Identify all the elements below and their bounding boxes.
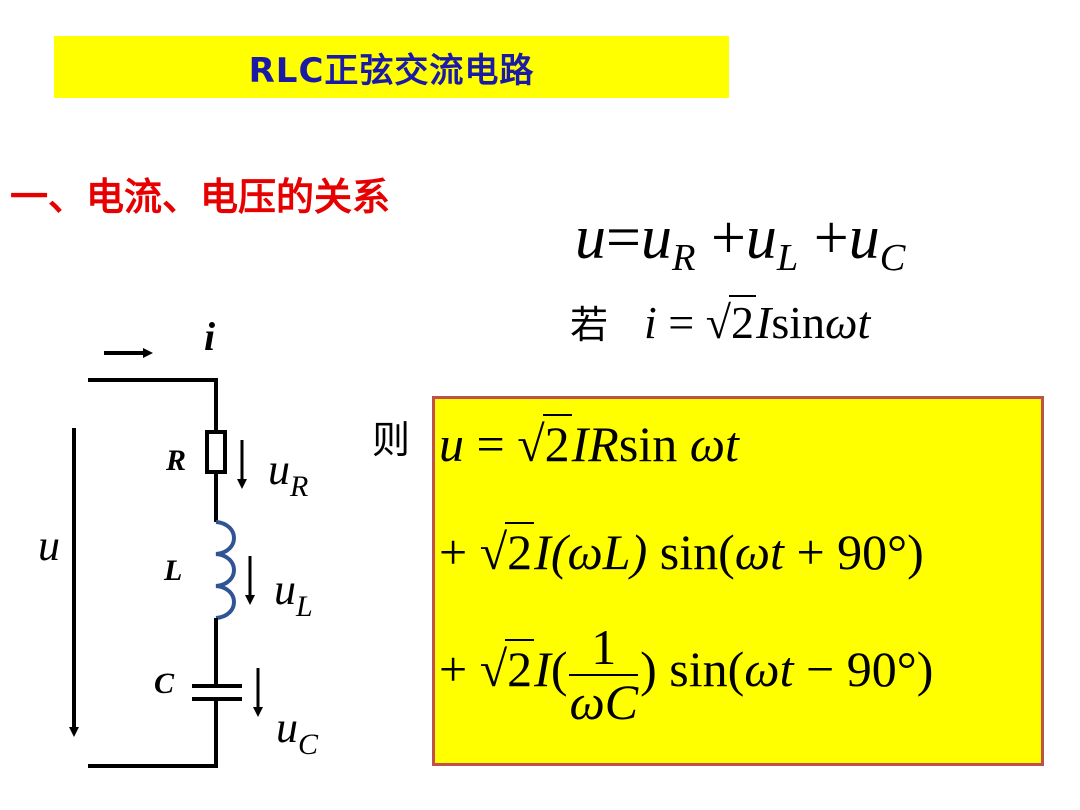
eq-term: u bbox=[848, 204, 880, 272]
current-label: i bbox=[204, 314, 215, 359]
result-row-2: + √2I(ωL) sin(ωt + 90°) bbox=[439, 522, 924, 581]
eq-term: u bbox=[745, 204, 777, 272]
uL-label: uL bbox=[274, 565, 313, 623]
eq-term: u bbox=[575, 204, 606, 272]
inductor-label: L bbox=[163, 554, 182, 587]
section-heading: 一、电流、电压的关系 bbox=[10, 175, 391, 219]
fraction-denominator: ωC bbox=[569, 673, 639, 730]
slide-title: RLC正弦交流电路 bbox=[248, 50, 535, 91]
eq-term: I bbox=[534, 640, 551, 697]
rlc-circuit-diagram: i u R L C uR uL uC bbox=[38, 314, 319, 768]
eq-operator: + bbox=[710, 204, 746, 272]
sqrt-symbol: √2 bbox=[705, 295, 756, 348]
inductor-coil bbox=[215, 520, 236, 620]
eq-function: sin bbox=[771, 297, 826, 348]
uR-label: uR bbox=[268, 445, 308, 503]
eq-operator: ( bbox=[550, 640, 568, 697]
eq-operator: = bbox=[606, 204, 641, 272]
eq-term: ωt bbox=[825, 297, 871, 348]
eq-operator: + bbox=[439, 524, 468, 580]
eq-operator: = bbox=[668, 297, 695, 348]
eq-angle: 90° bbox=[846, 640, 917, 697]
eq-operator: + bbox=[813, 204, 849, 272]
eq-term: i bbox=[644, 297, 657, 348]
title-banner: RLC正弦交流电路 bbox=[54, 36, 729, 98]
eq-term: I bbox=[756, 297, 772, 348]
eq-function: sin bbox=[618, 416, 678, 472]
result-box: u = √2IRsin ωt + √2I(ωL) sin(ωt + 90°) +… bbox=[432, 396, 1044, 766]
top-wire bbox=[88, 378, 218, 432]
eq-function: sin( bbox=[659, 524, 735, 580]
eq-operator: + bbox=[439, 640, 468, 697]
capacitor-label: C bbox=[154, 667, 175, 700]
uC-label: uC bbox=[276, 703, 319, 761]
eq-term: ωt bbox=[744, 640, 794, 697]
sqrt-symbol: √2 bbox=[479, 522, 535, 580]
eq-subscript: R bbox=[671, 237, 696, 280]
eq-term: ωt bbox=[734, 524, 784, 580]
eq-term: I bbox=[534, 524, 551, 580]
eq-term: (ωL) bbox=[550, 524, 648, 580]
resistor-symbol bbox=[205, 430, 227, 474]
source-voltage-label: u bbox=[38, 521, 60, 570]
eq-operator: + bbox=[796, 524, 825, 580]
eq-operator: ) bbox=[640, 640, 657, 697]
eq-operator: = bbox=[476, 416, 505, 472]
eq-term: u bbox=[439, 416, 464, 472]
eq-function: sin( bbox=[669, 640, 745, 697]
sqrt-symbol: √2 bbox=[479, 638, 535, 697]
fraction-numerator: 1 bbox=[569, 621, 639, 676]
bottom-wire bbox=[88, 699, 218, 768]
eq-term: u bbox=[640, 204, 672, 272]
eq-term: IR bbox=[571, 416, 619, 472]
resistor-label: R bbox=[165, 444, 186, 477]
sqrt-symbol: √2 bbox=[517, 414, 572, 472]
eq-subscript: L bbox=[776, 237, 799, 280]
eq-angle: 90° bbox=[837, 524, 908, 580]
total-voltage-equation: u=uR +uL +uC bbox=[575, 203, 905, 279]
eq-operator: ) bbox=[907, 524, 924, 580]
eq-subscript: C bbox=[879, 237, 906, 280]
eq-operator: ) bbox=[916, 640, 934, 697]
then-word: 则 bbox=[372, 418, 411, 462]
result-row-1: u = √2IRsin ωt bbox=[439, 414, 739, 473]
if-word: 若 bbox=[570, 303, 609, 347]
eq-term: ωt bbox=[689, 416, 739, 472]
eq-operator: − bbox=[805, 640, 835, 697]
